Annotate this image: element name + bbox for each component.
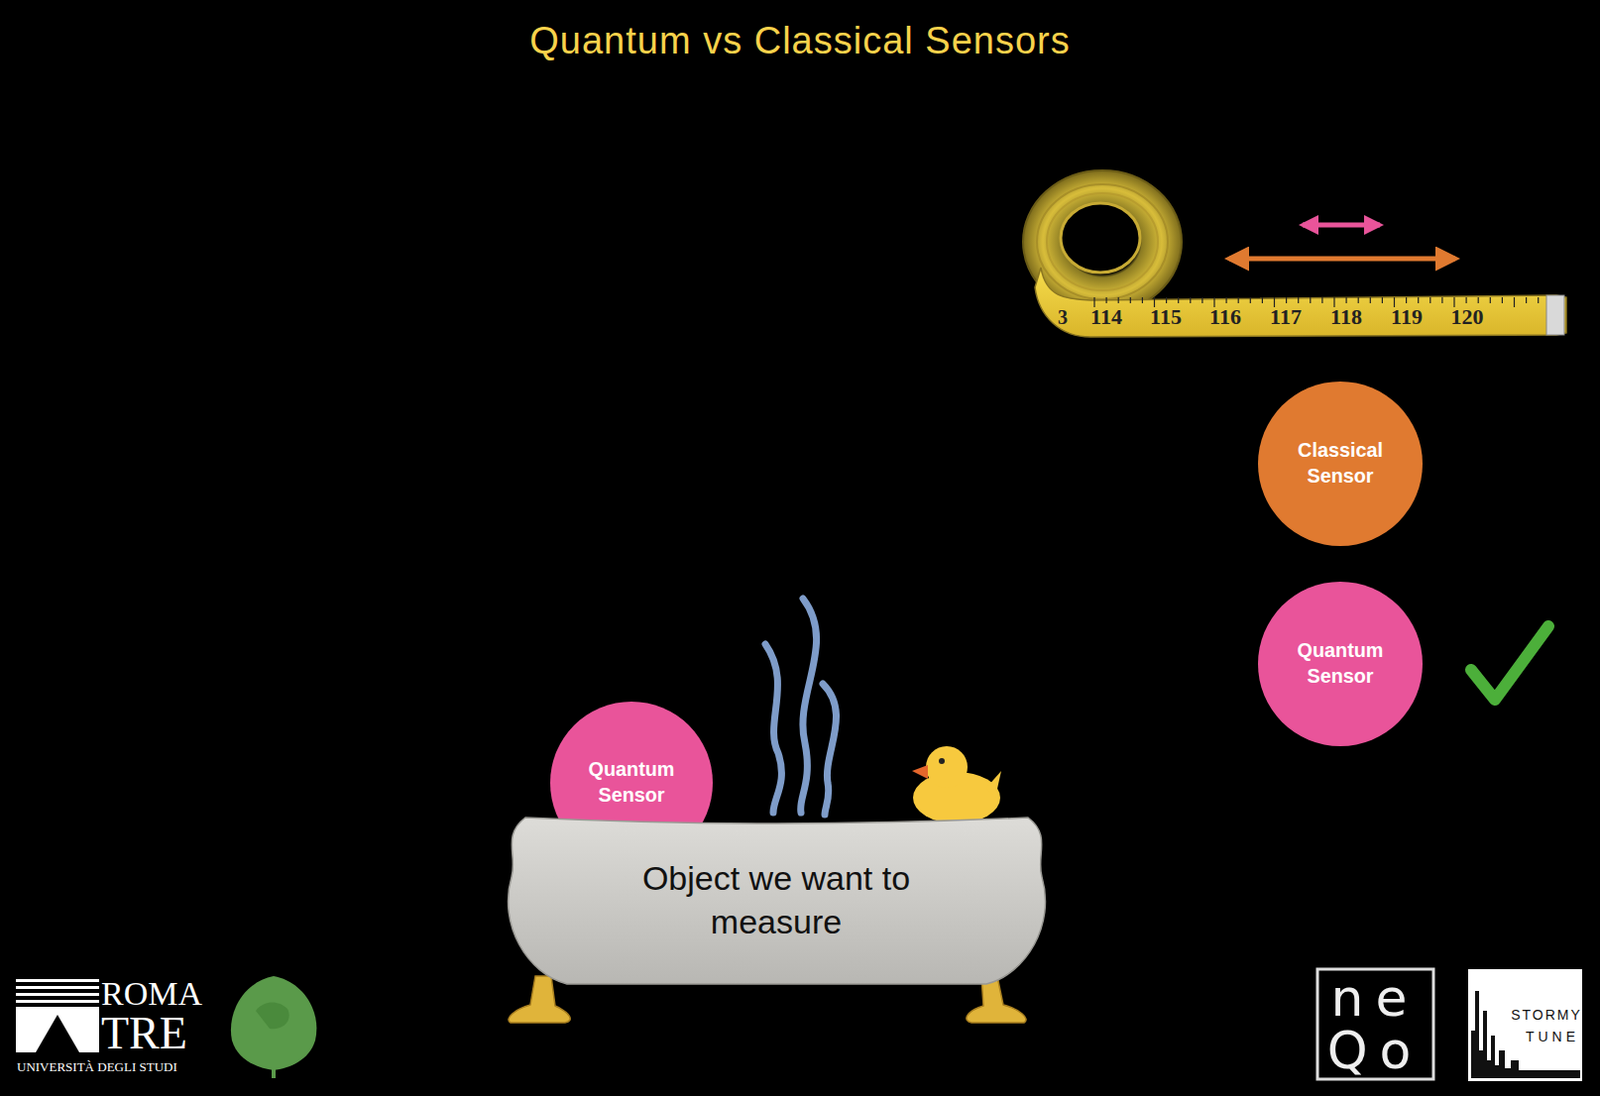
stormy-waveform — [1471, 991, 1581, 1079]
tape-tick — [1201, 297, 1203, 304]
tape-strip — [1034, 267, 1567, 338]
roma-tre-logo — [15, 979, 100, 1053]
circle-outline — [1257, 381, 1423, 547]
tub-outline — [505, 815, 1048, 985]
tape-tick — [1130, 297, 1132, 304]
tape-tick — [1381, 297, 1383, 304]
tape-tick — [1478, 297, 1480, 304]
tape-number: 3 — [1057, 307, 1068, 328]
node-label: Classical Sensor — [1277, 438, 1403, 489]
node-label: Quantum Sensor — [1277, 638, 1403, 689]
tape-tick — [1225, 297, 1227, 304]
quantum-range-arrow — [1302, 223, 1380, 229]
stormy-tune-logo — [1468, 969, 1583, 1082]
tape-number: 120 — [1451, 306, 1485, 329]
tape-tick — [1309, 297, 1311, 304]
classical-sensor-circle: Classical Sensor — [1257, 381, 1423, 547]
slide-title: Quantum vs Classical Sensors — [0, 19, 1600, 63]
tape-tick — [1118, 297, 1120, 304]
tape-tick — [1261, 297, 1263, 304]
tub-body — [507, 817, 1045, 985]
logo-text: TUNE — [1525, 1029, 1580, 1044]
steam — [765, 598, 837, 815]
tape-tick — [1238, 297, 1240, 304]
tape-tick — [1525, 297, 1527, 304]
tape-tick — [1405, 297, 1407, 304]
tape-number: 117 — [1269, 306, 1302, 329]
tape-number: 114 — [1090, 306, 1123, 329]
tape-number: 118 — [1330, 306, 1363, 329]
tape-tick — [1429, 297, 1431, 304]
tape-tick — [1189, 297, 1191, 304]
quantum-sensor-circle: Quantum Sensor — [1257, 581, 1423, 747]
checkmark — [1471, 626, 1549, 700]
node-label: Quantum Sensor — [570, 757, 693, 808]
tape-tick — [1370, 297, 1372, 304]
logo-text: Qo — [1327, 1025, 1424, 1077]
tape-tick — [1250, 297, 1252, 304]
node-label: Object we want to measure — [627, 856, 925, 944]
tape-tick — [1321, 297, 1323, 304]
tape-tick — [1513, 297, 1515, 308]
neqo-logo — [1317, 969, 1434, 1080]
tape-tick — [1345, 297, 1347, 304]
circle-outline — [1257, 581, 1423, 747]
tape-tick — [1105, 297, 1107, 304]
classical-range-arrow — [1229, 256, 1456, 262]
tape-tick — [1537, 297, 1539, 304]
logo-text: ROMA — [101, 977, 203, 1012]
logo-text: STORMY — [1510, 1008, 1583, 1023]
logo-text: UNIVERSITÀ DEGLI STUDI — [16, 1060, 178, 1074]
tape-tick — [1417, 297, 1419, 304]
circle-fill — [1257, 381, 1423, 547]
tape-tick — [1297, 297, 1299, 304]
tape-tick — [1142, 297, 1143, 304]
circle-fill — [1257, 581, 1423, 747]
tape-tick — [1441, 297, 1443, 304]
tape-tick — [1177, 297, 1179, 304]
tape-number: 115 — [1149, 306, 1182, 329]
rubber-duck — [912, 746, 1002, 824]
tape-tick — [1501, 297, 1503, 304]
tape-number: 119 — [1390, 306, 1423, 329]
logo-text: ne — [1331, 972, 1420, 1025]
logo-text: TRE — [101, 1011, 188, 1057]
eu-leaf-logo — [230, 976, 317, 1079]
tape-number: 116 — [1209, 306, 1242, 329]
bathtub-object: Object we want to measure — [505, 815, 1048, 985]
tape-tick — [1465, 297, 1467, 304]
tape-tick — [1285, 297, 1287, 304]
tape-tick — [1489, 297, 1491, 304]
tape-end — [1546, 295, 1565, 336]
tape-tick — [1358, 297, 1360, 304]
tape-tick — [1165, 297, 1167, 304]
